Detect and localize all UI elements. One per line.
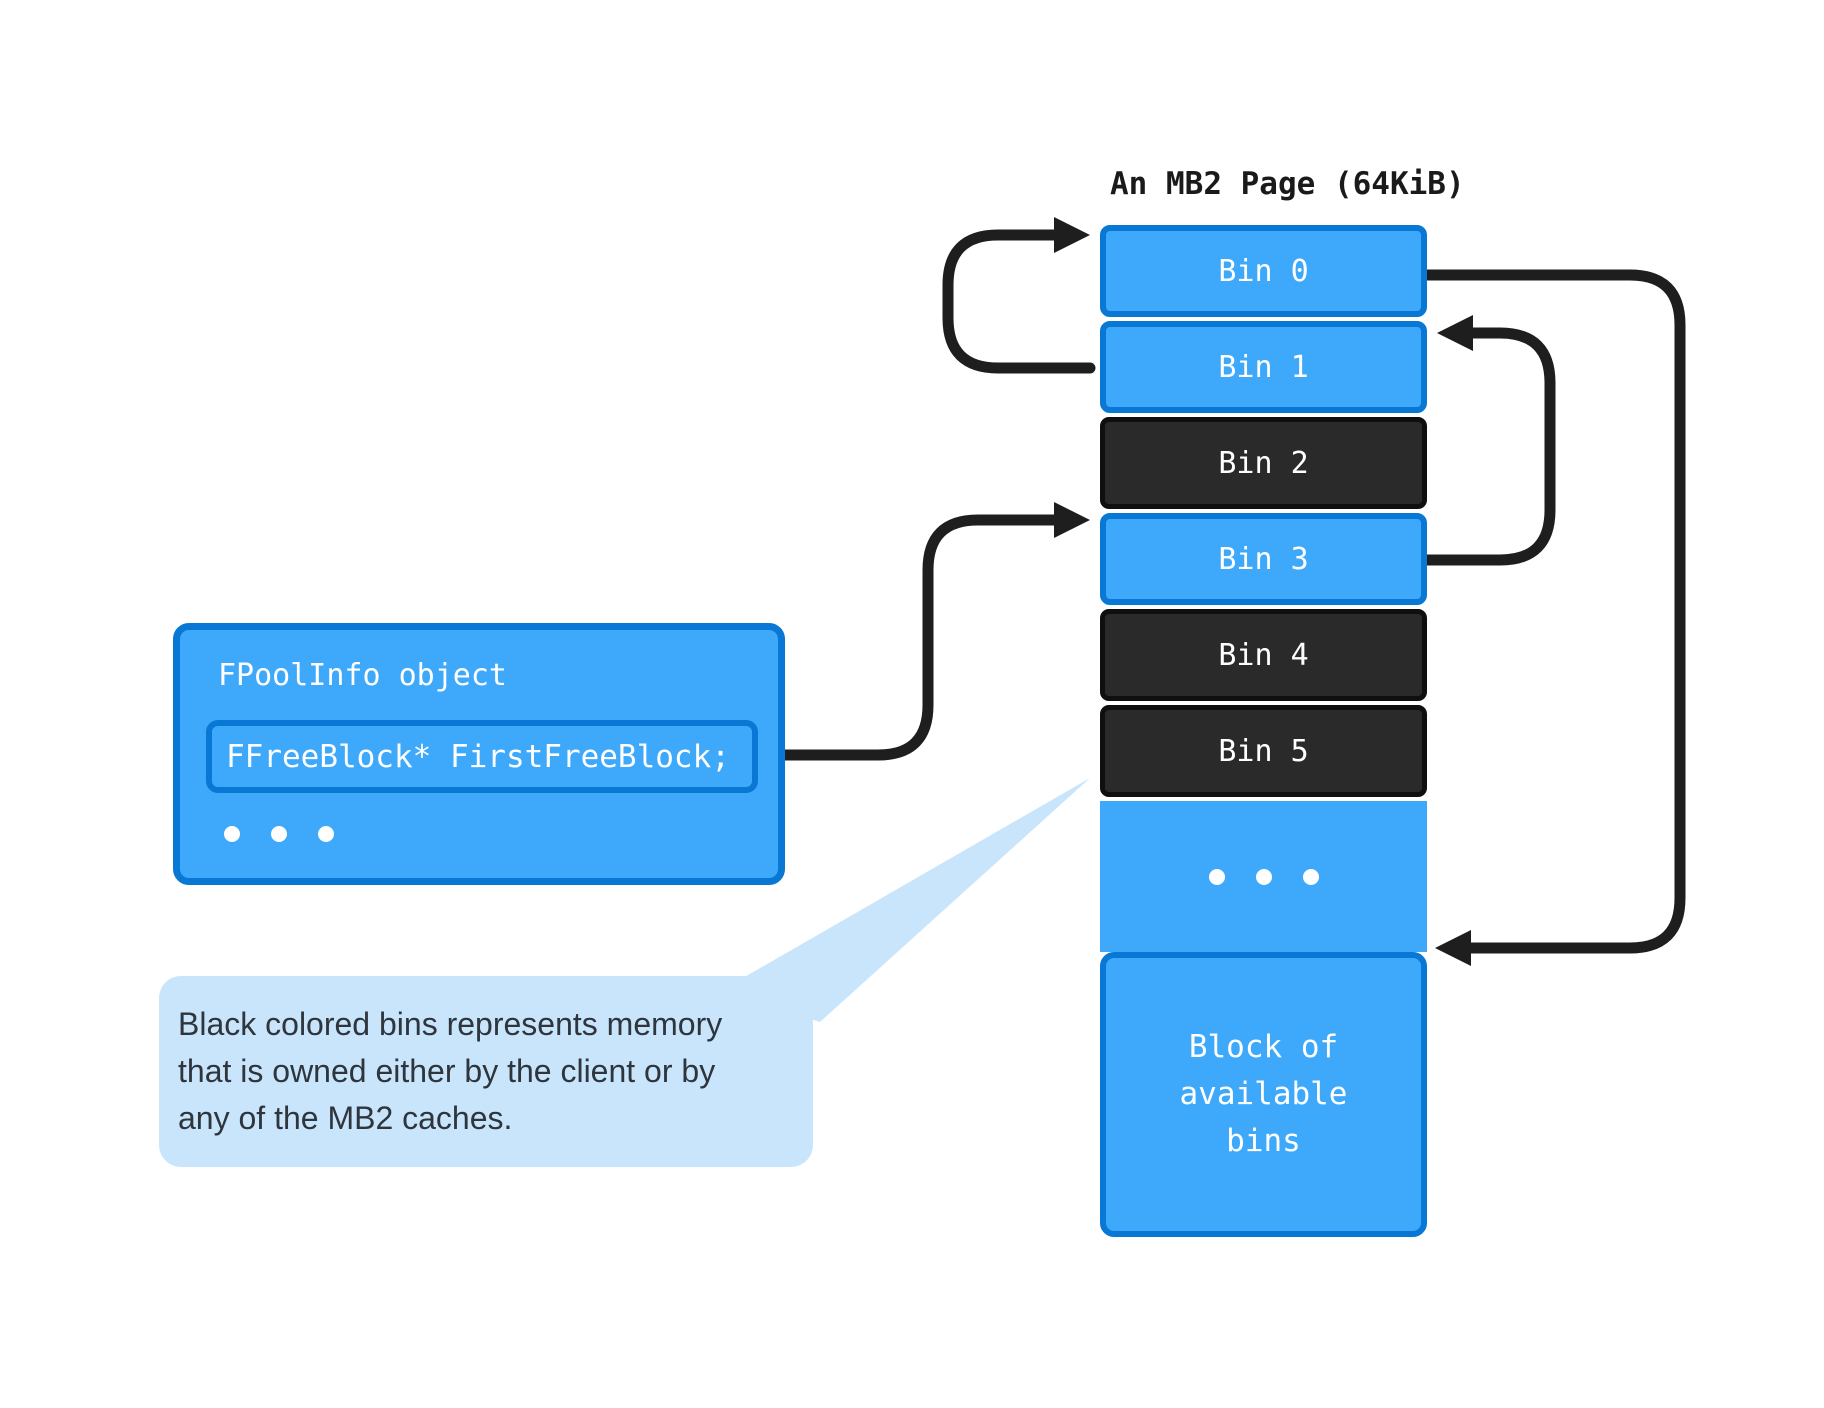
ellipsis-dot: [318, 826, 334, 842]
ellipsis-dot: [1255, 868, 1272, 885]
firstfreeblock-field-text: FFreeBlock* FirstFreeBlock;: [226, 738, 730, 775]
arrow-bin3-to-bin1: [1421, 315, 1556, 566]
callout-text-line: that is owned either by the client or by: [178, 1053, 716, 1089]
ellipsis-dot: [224, 826, 240, 842]
fpoolinfo-object-box: FPoolInfo object FFreeBlock* FirstFreeBl…: [173, 623, 785, 885]
fpoolinfo-title: FPoolInfo object: [218, 658, 507, 693]
block-label-line: Block of: [1188, 1029, 1339, 1065]
bin-3: Bin 3: [1100, 513, 1427, 605]
arrow-bin0-to-block: [1421, 269, 1686, 966]
ellipsis-dot: [271, 826, 287, 842]
callout-bubble: Black colored bins represents memory tha…: [159, 976, 813, 1167]
page-title: An MB2 Page (64KiB): [1110, 166, 1465, 202]
bin-1: Bin 1: [1100, 321, 1427, 413]
bin-0: Bin 0: [1100, 225, 1427, 317]
block-label-line: available: [1179, 1076, 1348, 1112]
callout-text-line: Black colored bins represents memory: [178, 1006, 723, 1042]
bin-stack: Bin 0 Bin 1 Bin 2 Bin 3 Bin 4 Bin 5 Bloc…: [1100, 225, 1427, 1237]
block-of-available-bins: Block of available bins: [1100, 952, 1427, 1237]
bin-5: Bin 5: [1100, 705, 1427, 797]
callout-text-line: any of the MB2 caches.: [178, 1100, 513, 1136]
fpool-ellipsis-dots: [224, 826, 334, 842]
block-label-line: bins: [1226, 1123, 1301, 1159]
bin-4: Bin 4: [1100, 609, 1427, 701]
ellipsis-dot: [1302, 868, 1319, 885]
bin-2: Bin 2: [1100, 417, 1427, 509]
arrow-bin1-to-bin0: [942, 217, 1096, 374]
firstfreeblock-field: FFreeBlock* FirstFreeBlock;: [206, 720, 758, 793]
arrow-firstfreeblock-to-bin3: [757, 502, 1090, 761]
ellipsis-dot: [1208, 868, 1225, 885]
ellipsis-dots-section: [1100, 801, 1427, 952]
